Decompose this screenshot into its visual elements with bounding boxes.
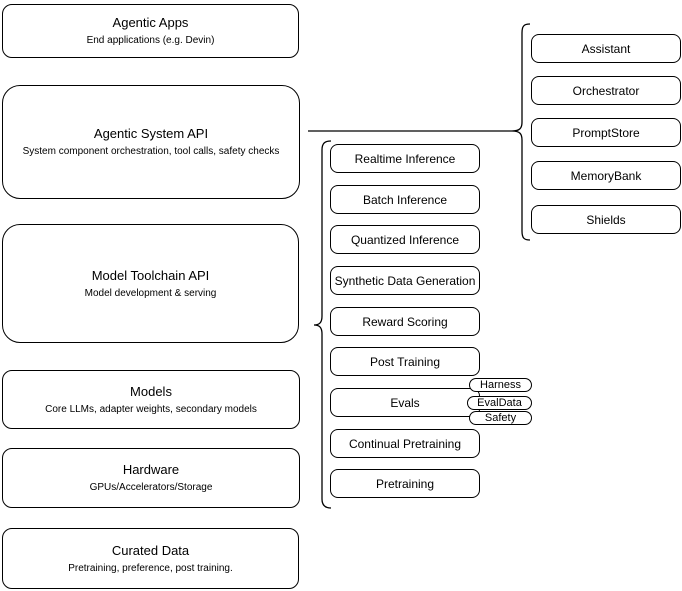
node-title: Hardware	[122, 462, 180, 477]
toolchain-group-brace	[313, 140, 332, 509]
node-shields: Shields	[531, 205, 681, 234]
node-continual-pretraining: Continual Pretraining	[330, 429, 480, 458]
node-label: Batch Inference	[362, 192, 448, 207]
pill-safety: Safety	[469, 411, 532, 425]
node-synthetic-data-generation: Synthetic Data Generation	[330, 266, 480, 295]
node-models: Models Core LLMs, adapter weights, secon…	[2, 370, 300, 429]
node-label: Pretraining	[375, 476, 435, 491]
pill-evaldata: EvalData	[467, 396, 532, 410]
node-label: Assistant	[581, 41, 631, 56]
node-label: Orchestrator	[572, 83, 640, 98]
node-label: Realtime Inference	[354, 151, 456, 166]
pill-label: EvalData	[477, 397, 522, 409]
node-title: Models	[130, 383, 172, 399]
pill-label: Safety	[484, 412, 517, 424]
node-orchestrator: Orchestrator	[531, 76, 681, 105]
node-title: Agentic Apps	[112, 15, 189, 30]
node-label: Shields	[586, 212, 626, 227]
node-agentic-system-api: Agentic System API System component orch…	[2, 85, 300, 199]
node-memorybank: MemoryBank	[531, 161, 681, 190]
pill-harness: Harness	[469, 378, 532, 392]
node-post-training: Post Training	[330, 347, 480, 376]
node-subtitle: GPUs/Accelerators/Storage	[89, 482, 213, 493]
node-pretraining: Pretraining	[330, 469, 480, 498]
node-label: Quantized Inference	[350, 232, 460, 247]
node-subtitle: Model development & serving	[84, 287, 217, 299]
node-label: Synthetic Data Generation	[334, 273, 476, 288]
node-title: Model Toolchain API	[91, 267, 210, 283]
node-subtitle: End applications (e.g. Devin)	[86, 35, 215, 46]
node-promptstore: PromptStore	[531, 118, 681, 147]
node-batch-inference: Batch Inference	[330, 185, 480, 214]
system-group-brace	[511, 23, 531, 241]
node-label: MemoryBank	[570, 168, 642, 183]
node-label: Continual Pretraining	[348, 436, 462, 451]
node-agentic-apps: Agentic Apps End applications (e.g. Devi…	[2, 4, 299, 58]
node-curated-data: Curated Data Pretraining, preference, po…	[2, 528, 299, 589]
node-label: Evals	[390, 395, 420, 410]
node-title: Agentic System API	[93, 126, 209, 141]
node-label: Reward Scoring	[362, 314, 448, 329]
node-evals: Evals	[330, 388, 480, 417]
pill-label: Harness	[480, 379, 521, 391]
node-reward-scoring: Reward Scoring	[330, 307, 480, 336]
node-assistant: Assistant	[531, 34, 681, 63]
node-subtitle: Pretraining, preference, post training.	[68, 562, 233, 574]
node-quantized-inference: Quantized Inference	[330, 225, 480, 254]
node-realtime-inference: Realtime Inference	[330, 144, 480, 173]
node-hardware: Hardware GPUs/Accelerators/Storage	[2, 448, 300, 508]
node-subtitle: System component orchestration, tool cal…	[22, 146, 280, 157]
node-label: Post Training	[369, 354, 441, 369]
node-model-toolchain-api: Model Toolchain API Model development & …	[2, 224, 299, 343]
node-label: PromptStore	[572, 125, 640, 140]
node-title: Curated Data	[111, 542, 190, 558]
node-subtitle: Core LLMs, adapter weights, secondary mo…	[45, 403, 257, 415]
